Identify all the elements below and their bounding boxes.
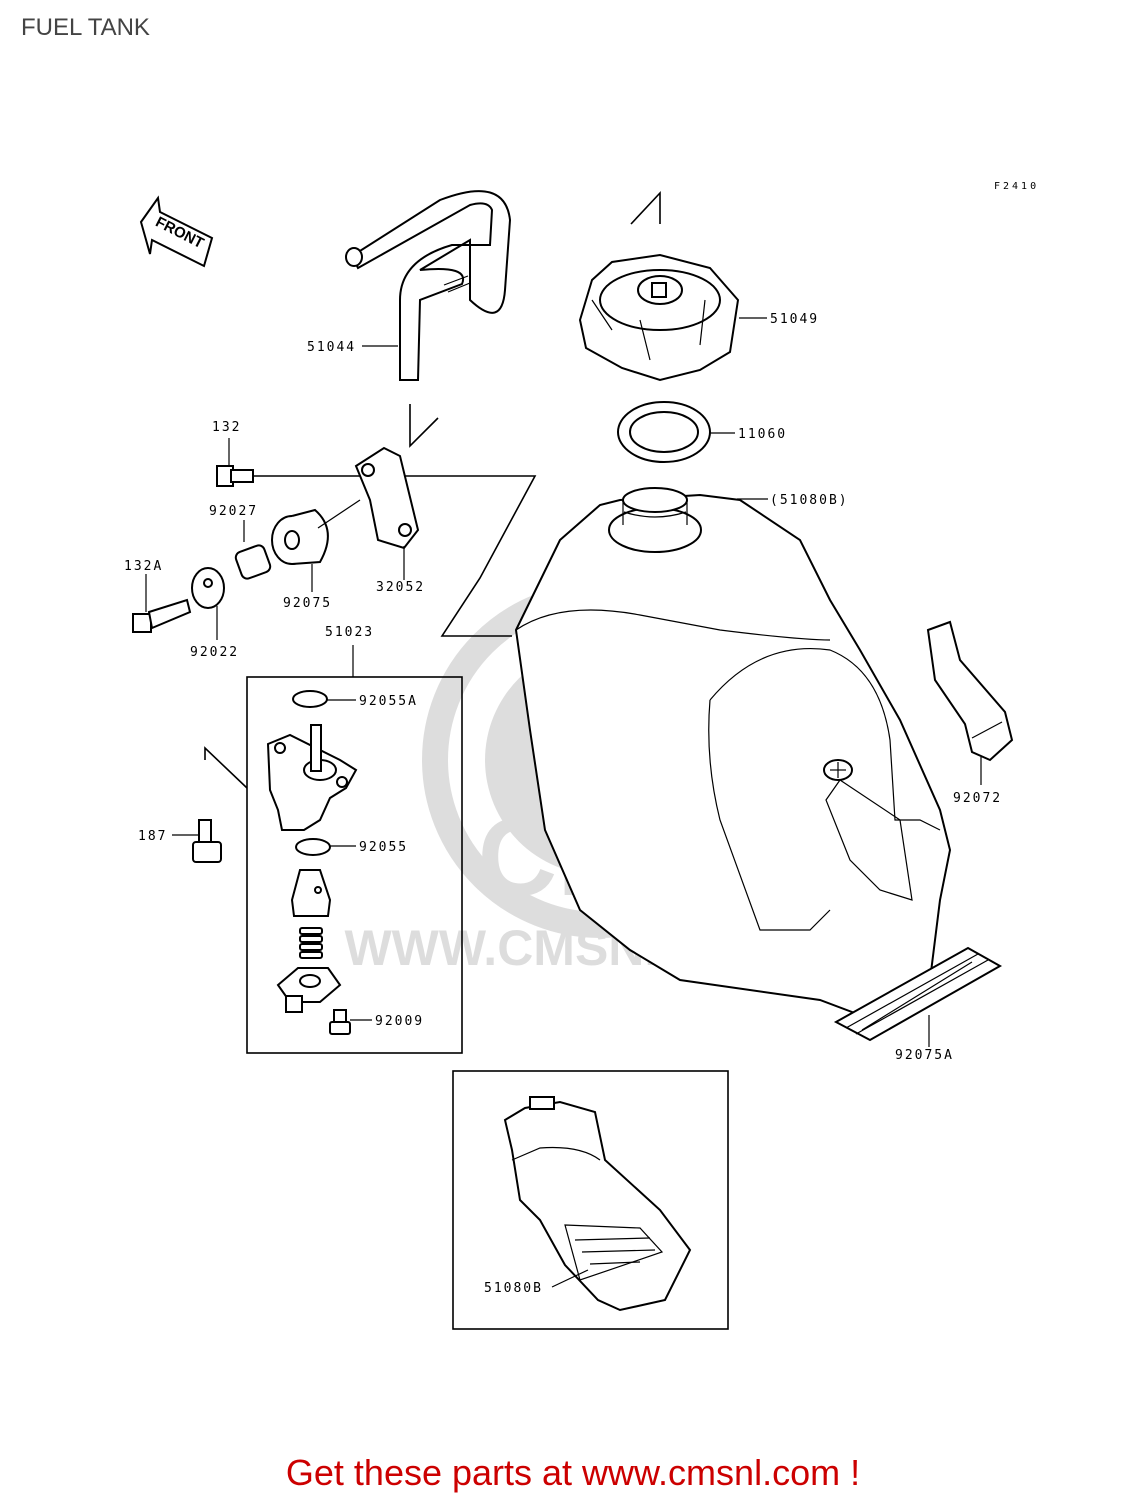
screw-92009 — [329, 1009, 351, 1035]
figure-code: F2410 — [994, 181, 1039, 192]
label-92022: 92022 — [190, 645, 239, 660]
label-51049: 51049 — [770, 312, 819, 327]
o-ring-92055a — [292, 690, 328, 708]
page-title: FUEL TANK — [21, 14, 150, 41]
spring — [299, 927, 323, 959]
fuel-tap-assembly-box — [246, 676, 463, 1054]
label-51044: 51044 — [307, 340, 356, 355]
breather-hose — [345, 190, 512, 381]
bolt-132a — [132, 598, 192, 633]
label-51023: 51023 — [325, 625, 374, 640]
bolt-132 — [216, 465, 254, 487]
screw-187 — [192, 819, 222, 863]
fuel-cap — [578, 253, 740, 382]
label-92072: 92072 — [953, 791, 1002, 806]
label-132a: 132A — [124, 559, 163, 574]
inset-box — [452, 1070, 729, 1330]
mount-leader — [250, 475, 537, 637]
rubber-damper — [271, 508, 329, 565]
label-32052: 32052 — [376, 580, 425, 595]
label-132: 132 — [212, 420, 241, 435]
label-187: 187 — [138, 829, 167, 844]
label-11060: 11060 — [738, 427, 787, 442]
cap-gasket — [617, 401, 711, 463]
collar — [234, 544, 272, 580]
cta-link[interactable]: Get these parts at www.cmsnl.com ! — [285, 1452, 861, 1493]
label-92027: 92027 — [209, 504, 258, 519]
washer — [191, 567, 225, 609]
label-92075: 92075 — [283, 596, 332, 611]
fuel-filter — [290, 869, 332, 917]
o-ring-92055 — [295, 838, 331, 856]
inset-tank — [503, 1096, 692, 1312]
label-92055a: 92055A — [359, 694, 418, 709]
direction-mark-top — [630, 190, 661, 225]
screw-leader — [204, 746, 248, 789]
direction-mark-mid — [409, 404, 439, 448]
label-92055: 92055 — [359, 840, 408, 855]
rubber-pad — [833, 946, 1003, 1042]
label-92009: 92009 — [375, 1014, 424, 1029]
label-92075a: 92075A — [895, 1048, 954, 1063]
label-51080b: 51080B — [484, 1281, 543, 1296]
front-arrow-icon: FRONT — [139, 195, 214, 268]
tank-strap — [926, 620, 1014, 762]
mounting-bracket — [354, 446, 420, 550]
tap-lever-plate — [276, 967, 342, 1013]
label-51080b-paren: (51080B) — [770, 493, 849, 508]
fuel-tank — [514, 487, 952, 1017]
fuel-tap-body — [266, 724, 358, 831]
